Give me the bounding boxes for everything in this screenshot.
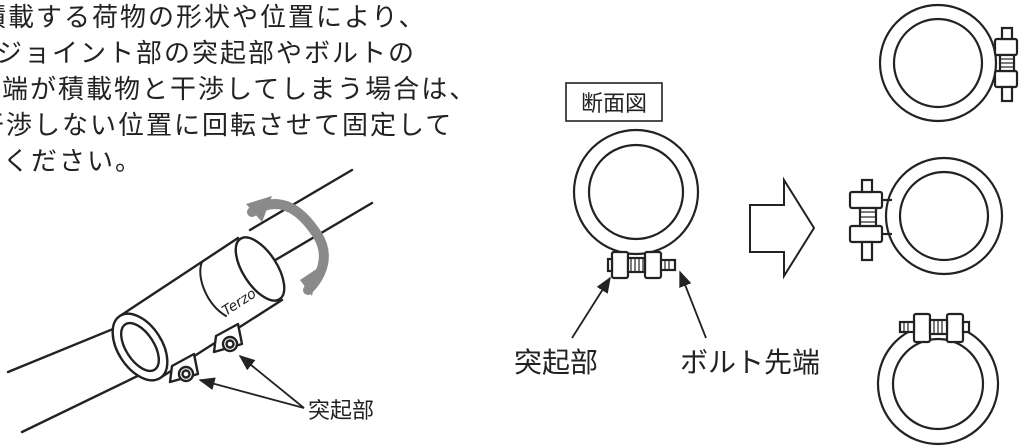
instruction-line: 積載する荷物の形状や位置により、 (0, 3, 427, 33)
protrusion-ear (212, 322, 244, 354)
callout-arrows (198, 354, 305, 409)
instruction-line: ください。 (3, 147, 144, 177)
cross-section-main (572, 128, 700, 280)
protrusion-callout-label: 突起部 (308, 399, 374, 424)
transition-arrow-icon (749, 176, 816, 280)
bolt-tip-label: ボルト先端 (680, 346, 820, 379)
instruction-line: ジョイント部の突起部やボルトの (0, 39, 417, 69)
cross-section-badge: 断面図 (565, 82, 663, 122)
cross-section-pointers (571, 270, 707, 339)
protrusion-label: 突起部 (514, 346, 598, 379)
clamp-sleeve-back-end (234, 236, 286, 302)
variant-ears-left (848, 156, 1004, 276)
clamp-illustration (6, 168, 374, 434)
protrusion-ear (168, 352, 200, 384)
instruction-text: 積載する荷物の形状や位置により、 ジョイント部の突起部やボルトの 先端が積載物と… (0, 0, 478, 180)
variant-ears-right (878, 3, 1019, 123)
instruction-line: 干渉しない位置に回転させて固定して (0, 111, 454, 141)
rotation-arrow-icon (246, 196, 329, 296)
variant-ears-top (876, 312, 1000, 446)
cross-section-badge-label: 断面図 (581, 92, 647, 117)
instruction-line: 先端が積載物と干渉してしまう場合は、 (0, 75, 478, 105)
